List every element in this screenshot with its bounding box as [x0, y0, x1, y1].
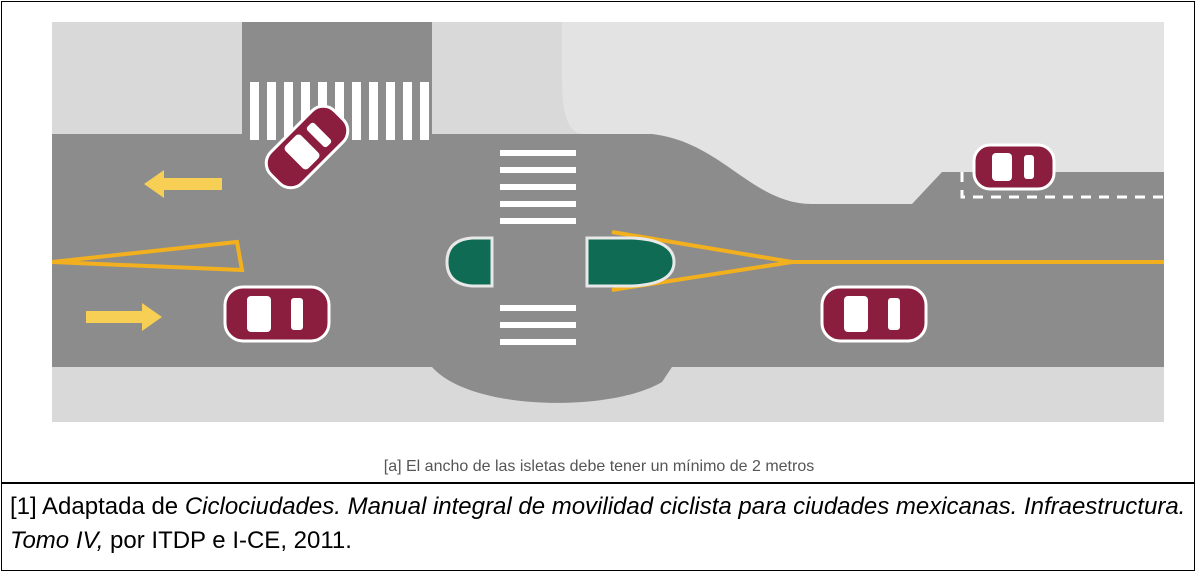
center-line-right: [611, 230, 1164, 292]
citation-prefix: [1] Adaptada de: [10, 493, 185, 520]
refuge-island-left: [445, 236, 494, 288]
center-line-left: [52, 239, 245, 273]
car-turning: [264, 104, 350, 190]
car-parked: [972, 143, 1056, 191]
arrow-right: [86, 303, 162, 331]
pedestrian-refuge-path: [497, 142, 577, 367]
car-lane-left: [223, 285, 331, 343]
lower-curb: [432, 367, 672, 403]
citation-title: Ciclociudades. Manual integral de movili…: [10, 493, 1186, 554]
source-citation: [1] Adaptada de Ciclociudades. Manual in…: [1, 483, 1195, 571]
citation-suffix: por ITDP e I-CE, 2011.: [103, 527, 352, 554]
parking-bay-line: [960, 172, 1164, 199]
figure-panel: [a] El ancho de las isletas debe tener u…: [1, 1, 1195, 483]
car-lane-right: [820, 285, 928, 343]
zebra-crossing-main: [500, 150, 576, 345]
refuge-island-right: [585, 236, 676, 288]
arrow-left: [144, 170, 222, 198]
intersection-diagram: [52, 22, 1164, 422]
figure-caption: [a] El ancho de las isletas debe tener u…: [383, 458, 815, 475]
